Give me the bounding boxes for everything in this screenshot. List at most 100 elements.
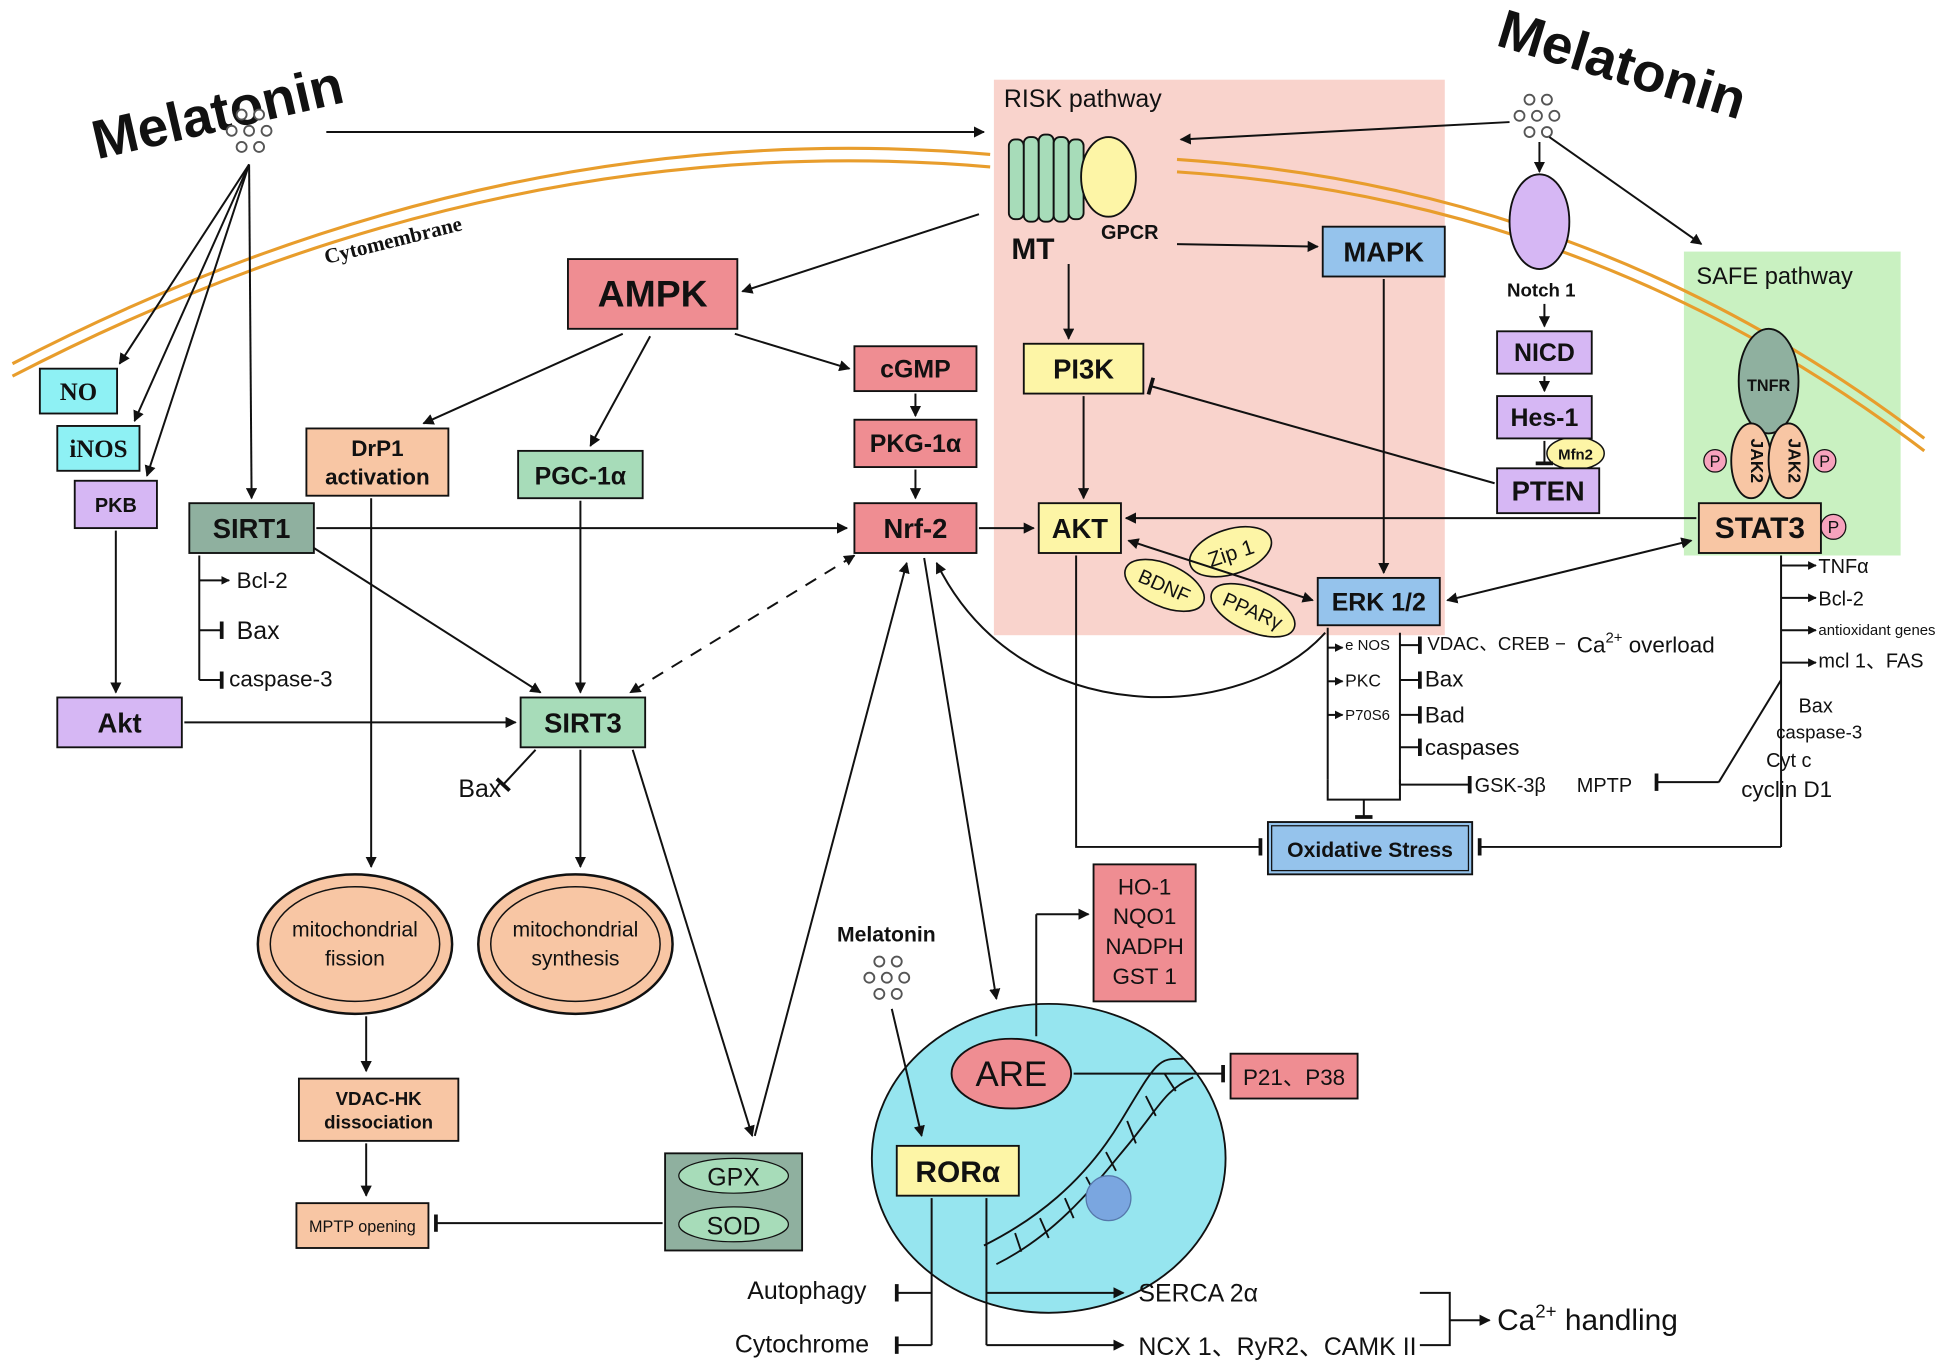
autophagy-label: Autophagy [747,1277,867,1305]
pkc-label: PKC [1345,670,1381,690]
svg-text:PKG-1α: PKG-1α [870,430,962,458]
svg-text:MAPK: MAPK [1343,237,1424,268]
mptp-opening-box: MPTP opening [295,1202,430,1249]
svg-text:PI3K: PI3K [1053,354,1114,385]
svg-text:HO-1: HO-1 [1118,874,1172,899]
mptp-label: MPTP [1577,775,1632,797]
svg-text:Akt: Akt [97,707,141,738]
bax-label: Bax [237,617,280,645]
pkb-box: PKB [73,479,158,530]
mitochondrial-synthesis-label-1: mitochondrial [513,919,639,942]
bax-erk-label: Bax [1425,666,1464,691]
cyclin-d1-label: cyclin D1 [1741,777,1832,802]
svg-text:SIRT1: SIRT1 [213,513,291,544]
pkg1a-box: PKG-1α [853,418,978,468]
drp1-box: DrP1 activation [305,427,450,497]
svg-text:P: P [1819,453,1830,471]
antioxidant-enzymes-box: HO-1 NQO1 NADPH GST 1 [1092,863,1197,1003]
svg-text:STAT3: STAT3 [1715,512,1805,545]
pathway-arrows [110,121,1817,1354]
gpcr-label: GPCR [1101,222,1159,244]
akt-left-box: Akt [56,696,183,749]
mt-label: MT [1011,233,1054,266]
antioxidant-genes-label: antioxidant genes [1818,622,1935,639]
svg-text:RORα: RORα [915,1156,1000,1189]
ampk-box: AMPK [567,258,739,330]
stat3-box: STAT3 [1697,502,1822,554]
mcl1-fas-label: mcl 1、FAS [1818,651,1923,673]
cytochrome-label: Cytochrome [735,1331,869,1359]
tnfa-label: TNFα [1818,556,1868,578]
jak2-right-label: JAK2 [1785,439,1805,484]
svg-text:activation: activation [325,464,430,489]
mitochondrial-fission-label-2: fission [325,947,385,970]
svg-text:AMPK: AMPK [598,272,708,314]
svg-text:P: P [1710,453,1721,471]
gpcr-receptor-icon [1080,136,1137,218]
svg-text:NICD: NICD [1514,339,1575,367]
bcl2-right-label: Bcl-2 [1818,588,1863,610]
sirt3-box: SIRT3 [519,696,647,749]
p70s6-label: P70S6 [1345,707,1390,724]
svg-text:P21、P38: P21、P38 [1243,1065,1345,1090]
akt-mid-box: AKT [1037,502,1122,554]
svg-text:MPTP opening: MPTP opening [309,1218,416,1236]
ncx-label: NCX 1、RyR2、CAMK II [1138,1333,1416,1361]
erk12-box: ERK 1/2 [1316,576,1441,627]
phospho-markers: P P P [1703,449,1847,540]
svg-text:ARE: ARE [976,1055,1048,1094]
melatonin-title-right: Melatonin [1491,0,1754,131]
melatonin-molecules-left [225,108,273,153]
caspase3-right-label: caspase-3 [1776,722,1862,743]
sirt1-box: SIRT1 [188,502,315,554]
svg-text:iNOS: iNOS [69,436,127,463]
svg-text:VDAC-HK: VDAC-HK [336,1088,423,1109]
nucleus-organelle [1085,1175,1132,1222]
oxidative-stress-box: Oxidative Stress [1266,821,1474,876]
nicd-box: NICD [1496,330,1593,375]
tnfr-label: TNFR [1747,377,1790,395]
pgc1a-box: PGC-1α [517,449,644,500]
jak2-left-label: JAK2 [1747,439,1767,484]
svg-text:Hes-1: Hes-1 [1510,404,1578,432]
svg-text:AKT: AKT [1052,513,1109,544]
bad-label: Bad [1425,702,1465,727]
dna-helix-icon [983,1057,1194,1266]
are-node: ARE [950,1037,1073,1110]
p21-p38-box: P21、P38 [1229,1052,1359,1100]
enos-label: e NOS [1345,637,1390,654]
pi3k-box: PI3K [1022,342,1145,395]
svg-text:Oxidative Stress: Oxidative Stress [1287,839,1453,862]
cgmp-box: cGMP [853,345,978,393]
risk-pathway-label: RISK pathway [1004,85,1162,113]
rora-box: RORα [895,1144,1020,1197]
mitochondrial-synthesis-label-2: synthesis [531,947,619,970]
melatonin-title-left: Melatonin [86,53,349,171]
svg-text:NADPH: NADPH [1105,934,1183,959]
bax-right-label: Bax [1799,695,1833,717]
hes1-box: Hes-1 [1496,395,1593,440]
mitochondrial-fission-label-1: mitochondrial [292,919,418,942]
svg-text:ERK 1/2: ERK 1/2 [1332,588,1426,616]
svg-text:Nrf-2: Nrf-2 [883,513,947,544]
svg-text:PGC-1α: PGC-1α [535,462,627,490]
melatonin-molecules-center [863,955,911,1000]
svg-text:PTEN: PTEN [1512,476,1585,507]
caspases-label: caspases [1425,735,1520,760]
svg-text:DrP1: DrP1 [351,436,403,461]
svg-text:PKB: PKB [95,495,137,517]
serca-label: SERCA 2α [1138,1280,1258,1308]
vdac-creb-label: VDAC、CREB − [1427,633,1566,654]
tnfr-receptor [1737,327,1800,435]
svg-text:cGMP: cGMP [880,355,951,383]
jak2-right [1767,422,1810,500]
no-box: NO [38,367,119,415]
svg-text:NO: NO [60,379,97,406]
melatonin-label-center: Melatonin [837,924,936,947]
mitochondrial-fission-organelle: mitochondrial fission [256,873,454,1016]
mitochondrial-synthesis-organelle: mitochondrial synthesis [477,873,674,1016]
svg-text:SIRT3: SIRT3 [544,707,622,738]
caspase3-label: caspase-3 [229,666,332,691]
mapk-box: MAPK [1321,225,1446,278]
